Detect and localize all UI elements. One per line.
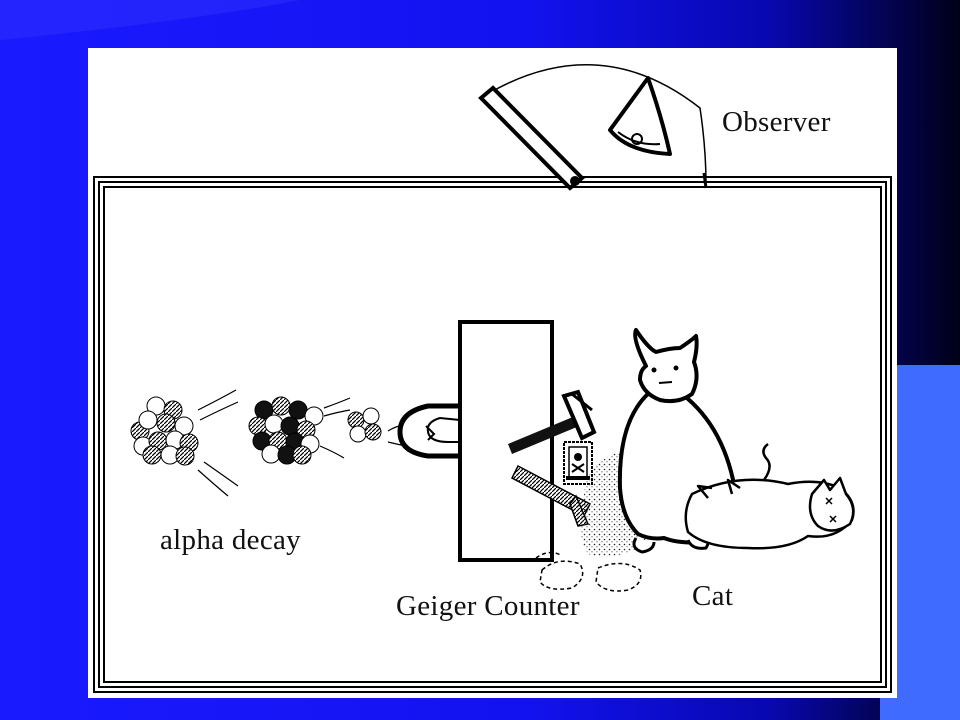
eye-icon [608, 76, 672, 156]
experiment-box [93, 176, 892, 693]
hammer-icon [508, 389, 597, 454]
atom-nucleus-icon [248, 396, 324, 465]
dashed-outline [535, 551, 642, 592]
alpha-particle-icon [347, 407, 382, 443]
cat-face [651, 365, 679, 384]
accent-block [897, 365, 960, 720]
schrodinger-cat-diagram [93, 64, 892, 693]
geiger-counter-label: Geiger Counter [396, 590, 580, 622]
poison-vial-icon [563, 441, 593, 485]
diagram-panel: Observer alpha decay Geiger Counter Cat [88, 48, 897, 698]
detector-icon [397, 403, 461, 459]
alpha-decay-label: alpha decay [160, 524, 301, 556]
dead-cat-icon [684, 443, 855, 550]
motion-lines [197, 389, 407, 497]
cat-label: Cat [692, 580, 734, 612]
observer-window [478, 64, 708, 191]
atom-nucleus-icon [130, 396, 199, 466]
observer-label: Observer [722, 106, 831, 138]
dead-cat-face [825, 497, 837, 523]
